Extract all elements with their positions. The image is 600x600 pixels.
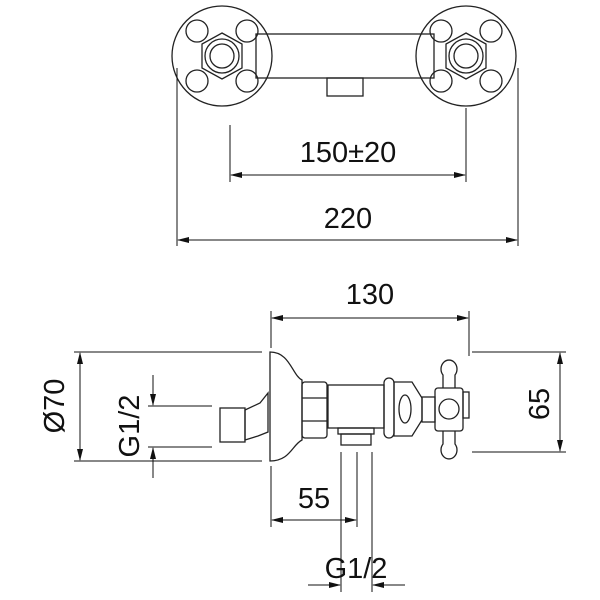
bonnet — [383, 377, 436, 439]
mixer-body — [255, 33, 435, 79]
hex-nut — [301, 381, 328, 439]
dim-label: G1/2 — [325, 553, 388, 585]
dimension-depth: 130 — [270, 279, 470, 356]
outlet-nut — [326, 77, 364, 97]
cross-handle — [434, 359, 470, 460]
outlet-thread — [337, 427, 375, 446]
escutcheon — [269, 351, 303, 462]
dimension-center-distance: 150±20 — [229, 108, 467, 182]
dimension-inlet-thread: G1/2 — [114, 375, 212, 478]
dim-label: Ø70 — [39, 379, 71, 434]
dim-label: 220 — [324, 203, 372, 235]
dim-label: 55 — [298, 483, 330, 515]
dimension-escutcheon-diameter: Ø70 — [39, 351, 262, 462]
valve-body — [327, 384, 385, 429]
inlet-elbow — [219, 391, 269, 443]
top-view: 150±20 220 — [171, 5, 519, 246]
dimension-outlet-offset: 55 — [270, 452, 358, 527]
dimension-height: 65 — [472, 351, 566, 453]
dim-label: G1/2 — [114, 395, 146, 458]
left-flange — [171, 5, 273, 107]
side-view: 130 Ø70 G1/2 65 55 — [39, 279, 566, 592]
right-flange — [415, 5, 517, 107]
dim-label: 130 — [346, 279, 394, 311]
dim-label: 150±20 — [300, 137, 397, 169]
dimension-overall-width: 220 — [176, 68, 519, 246]
dimension-outlet-thread: G1/2 — [308, 452, 405, 592]
dim-label: 65 — [524, 388, 556, 420]
